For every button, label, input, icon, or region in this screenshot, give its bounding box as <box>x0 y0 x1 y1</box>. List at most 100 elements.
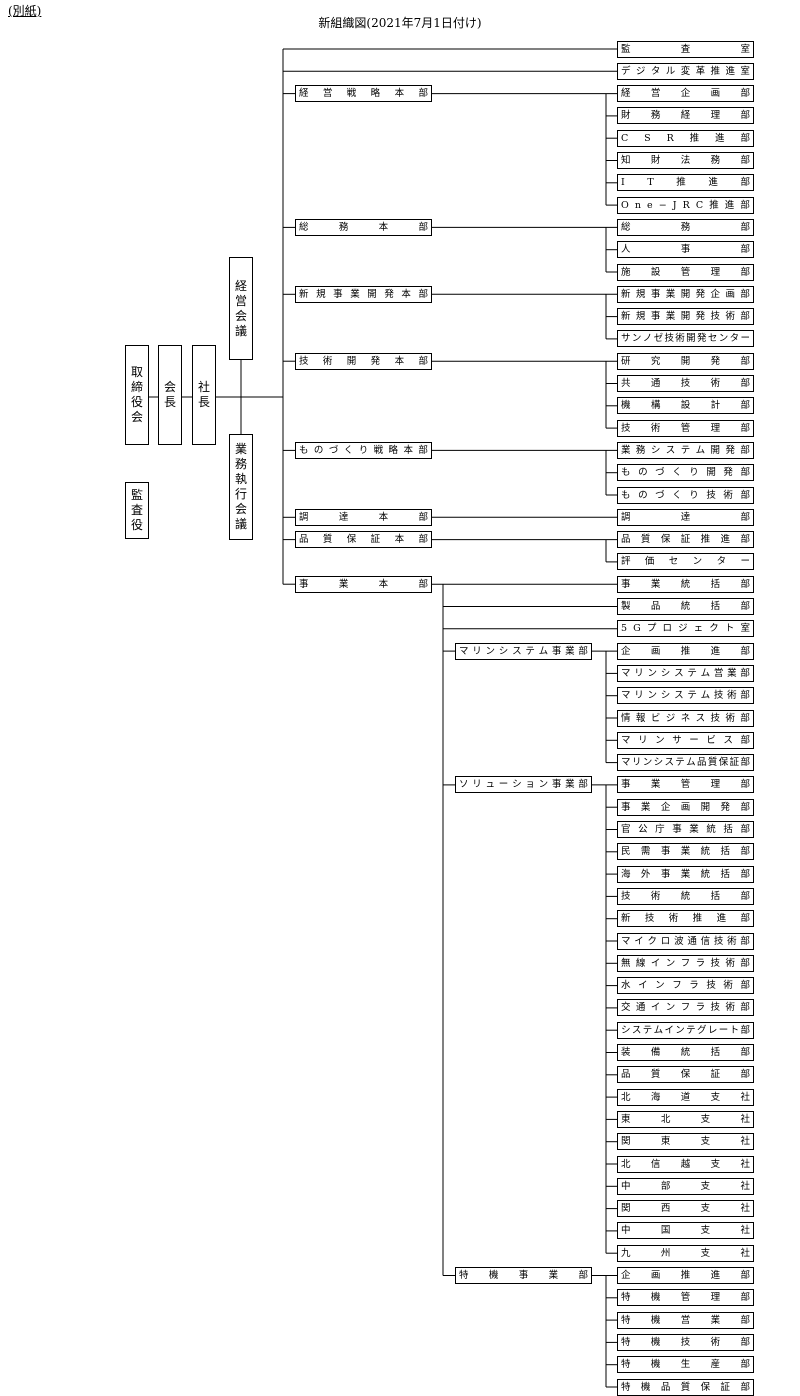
box-char: 括 <box>720 846 731 858</box>
box-char: 業 <box>350 288 360 300</box>
box-char: も <box>299 444 309 456</box>
box-char: 括 <box>710 1047 721 1058</box>
box-char: O <box>621 199 629 211</box>
division-unit-box: マリンシステム技術部 <box>617 687 754 705</box>
division-unit-box: 特機営業部 <box>617 1311 754 1329</box>
box-char: 技 <box>710 957 721 969</box>
box-char: ン <box>485 645 496 657</box>
box-char: 開 <box>686 333 696 345</box>
box-char: 部 <box>740 444 750 456</box>
unit-box: 経営企画部 <box>617 85 754 103</box>
box-char: ス <box>512 645 522 657</box>
box-char: テ <box>525 645 535 657</box>
box-char: ム <box>538 645 549 657</box>
box-char: づ <box>328 444 339 456</box>
box-char: 推 <box>680 645 691 657</box>
hq-box: 総務本部 <box>295 218 432 236</box>
box-char: 推 <box>676 177 686 189</box>
box-char: 道 <box>680 1091 691 1103</box>
unit-box: 人事部 <box>617 241 754 259</box>
box-char: 北 <box>621 1091 631 1103</box>
box-char: 究 <box>650 355 661 367</box>
box-char: 技 <box>710 311 721 323</box>
box-char: ー <box>689 734 699 746</box>
box-char: 部 <box>740 824 750 835</box>
box-char: 統 <box>700 846 711 858</box>
box-char: 術 <box>675 333 685 345</box>
box-char: 部 <box>740 690 750 702</box>
box-char: 製 <box>621 601 631 612</box>
box-char: タ <box>729 333 740 345</box>
box-char: 括 <box>710 601 721 612</box>
box-char: 企 <box>710 288 721 300</box>
division-unit-box: 装備統括部 <box>617 1044 754 1061</box>
box-char: 部 <box>740 578 750 590</box>
box-char: 部 <box>740 757 750 769</box>
box-char: 品 <box>660 1381 671 1393</box>
box-char: 財 <box>650 155 661 166</box>
box-char: マ <box>621 667 631 679</box>
box-char: C <box>695 199 704 211</box>
box-char: 画 <box>725 288 735 300</box>
box-char: 理 <box>710 779 721 791</box>
box-char: 括 <box>723 824 733 835</box>
unit-box: 調達部 <box>617 508 754 526</box>
division-unit-box: マリンシステム営業部 <box>617 664 754 682</box>
box-char: 管 <box>680 779 691 791</box>
box-char: 事 <box>660 846 671 858</box>
box-char: 画 <box>650 1270 661 1281</box>
box-char: 業 <box>680 846 691 858</box>
division-unit-box: 企画推進部 <box>617 1267 754 1284</box>
box-char: 特 <box>621 1336 631 1348</box>
box-char: 証 <box>720 1381 731 1393</box>
box-char: 経 <box>680 110 691 122</box>
box-char: 民 <box>621 846 631 858</box>
box-char: プ <box>646 623 657 635</box>
box-char: 部 <box>740 1047 750 1058</box>
box-char: 務 <box>650 110 661 122</box>
box-char: 規 <box>635 288 646 300</box>
box-char: リ <box>472 779 482 791</box>
box-char: マ <box>621 734 631 746</box>
unit-box: 新規事業開発企画部 <box>617 285 754 303</box>
box-char: ン <box>675 1024 685 1036</box>
box-char: 推 <box>709 199 719 211</box>
box-char: 人 <box>621 244 631 256</box>
box-char: テ <box>687 690 697 702</box>
box-char: 経 <box>299 88 309 100</box>
box-char: も <box>621 467 631 479</box>
board-of-directors-box: 取締役会 <box>125 345 149 445</box>
box-char: 法 <box>680 155 691 166</box>
box-char: 発 <box>725 444 735 456</box>
box-char: 証 <box>370 534 381 546</box>
box-char: 部 <box>740 534 750 546</box>
box-char: ネ <box>680 712 691 724</box>
box-char: 務 <box>635 444 646 456</box>
box-char: 事 <box>621 801 631 813</box>
box-char: 会 <box>234 308 247 323</box>
box-char: 海 <box>621 868 631 880</box>
box-char: 部 <box>740 467 750 479</box>
unit-box: 新規事業開発技術部 <box>617 308 754 326</box>
box-char: の <box>638 467 648 479</box>
box-char: 保 <box>718 757 729 769</box>
box-char: フ <box>680 957 691 969</box>
box-char: 統 <box>680 601 691 612</box>
box-char: 企 <box>621 1270 631 1281</box>
box-char: 進 <box>725 65 735 77</box>
unit-box: 評価センター <box>617 553 754 571</box>
box-char: リ <box>634 667 644 679</box>
division-box: マリンシステム事業部 <box>455 642 592 660</box>
box-char: ソ <box>459 779 469 791</box>
box-char: 機 <box>650 1359 661 1371</box>
box-char: 品 <box>650 601 661 612</box>
unit-box: 施設管理部 <box>617 263 754 281</box>
box-char: 業 <box>640 801 651 813</box>
box-char: ジ <box>678 623 688 635</box>
box-char: 海 <box>650 1091 661 1103</box>
box-char: 術 <box>725 1002 735 1014</box>
box-char: 業 <box>565 779 575 791</box>
box-char: 推 <box>680 1270 691 1281</box>
box-char: 業 <box>680 868 691 880</box>
